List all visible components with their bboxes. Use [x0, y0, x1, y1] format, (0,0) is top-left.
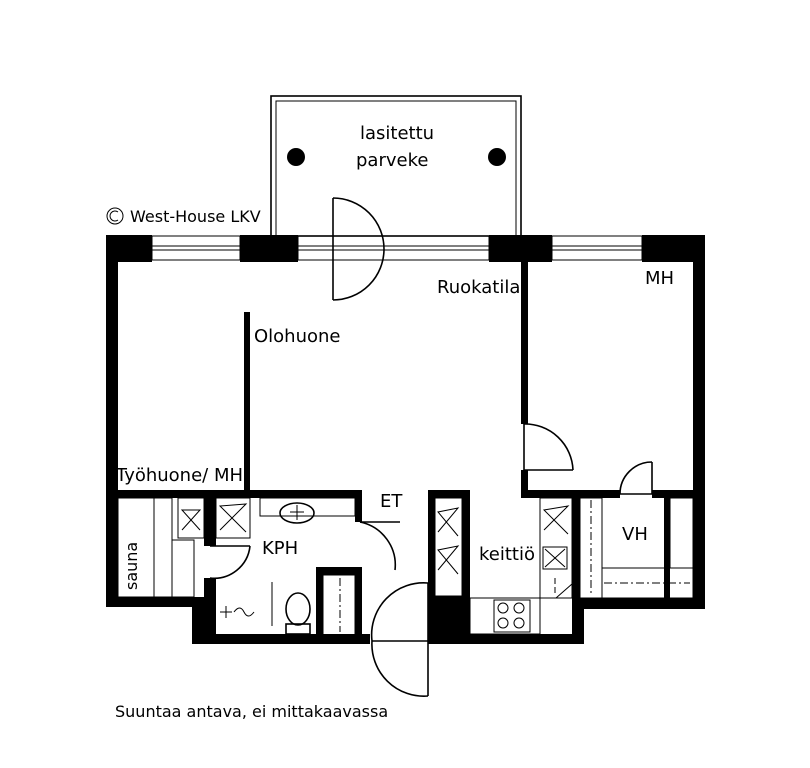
kitchen-label: keittiö: [479, 544, 535, 565]
toilet-icon: [285, 592, 311, 635]
heater: [177, 497, 251, 539]
copyright-label: West-House LKV: [130, 207, 261, 226]
wardrobe-label: VH: [622, 524, 648, 545]
door-swing-icon: [359, 521, 400, 571]
balcony-label-line1: lasitettu: [360, 123, 434, 144]
window: [151, 235, 241, 261]
window: [297, 235, 490, 261]
window: [551, 235, 643, 261]
doors: [209, 197, 653, 697]
kitchen-counter: [469, 497, 573, 635]
study-label: Työhuone/ MH: [115, 465, 243, 486]
stove-icon: [493, 599, 531, 633]
entrance-label: ET: [380, 491, 403, 512]
sink-icon: [259, 497, 356, 524]
door-swing-icon: [209, 545, 251, 580]
door-swing-icon: [332, 197, 385, 301]
exterior-walls: [106, 235, 705, 644]
cabinet: [322, 574, 356, 636]
fixtures: [117, 497, 694, 636]
sauna-label: sauna: [122, 542, 141, 590]
wardrobe-shelving: [579, 497, 694, 599]
copyright-icon: [106, 207, 124, 225]
door-swing-icon: [523, 423, 574, 471]
door-swing-icon: [619, 461, 653, 495]
interior-walls: [106, 262, 705, 644]
door-swing-icon: [370, 582, 429, 697]
dining-label: Ruokatila: [437, 277, 520, 298]
balcony-post: [488, 148, 506, 166]
disclaimer-label: Suuntaa antava, ei mittakaavassa: [115, 702, 388, 721]
kitchen-cabinet: [434, 497, 463, 597]
bedroom-label: MH: [645, 268, 674, 289]
sauna-bench: [117, 497, 195, 598]
bathroom-label: KPH: [262, 538, 298, 559]
balcony-label-line2: parveke: [356, 150, 428, 171]
balcony-post: [287, 148, 305, 166]
shower-icon: [220, 582, 273, 626]
living-label: Olohuone: [254, 326, 341, 347]
